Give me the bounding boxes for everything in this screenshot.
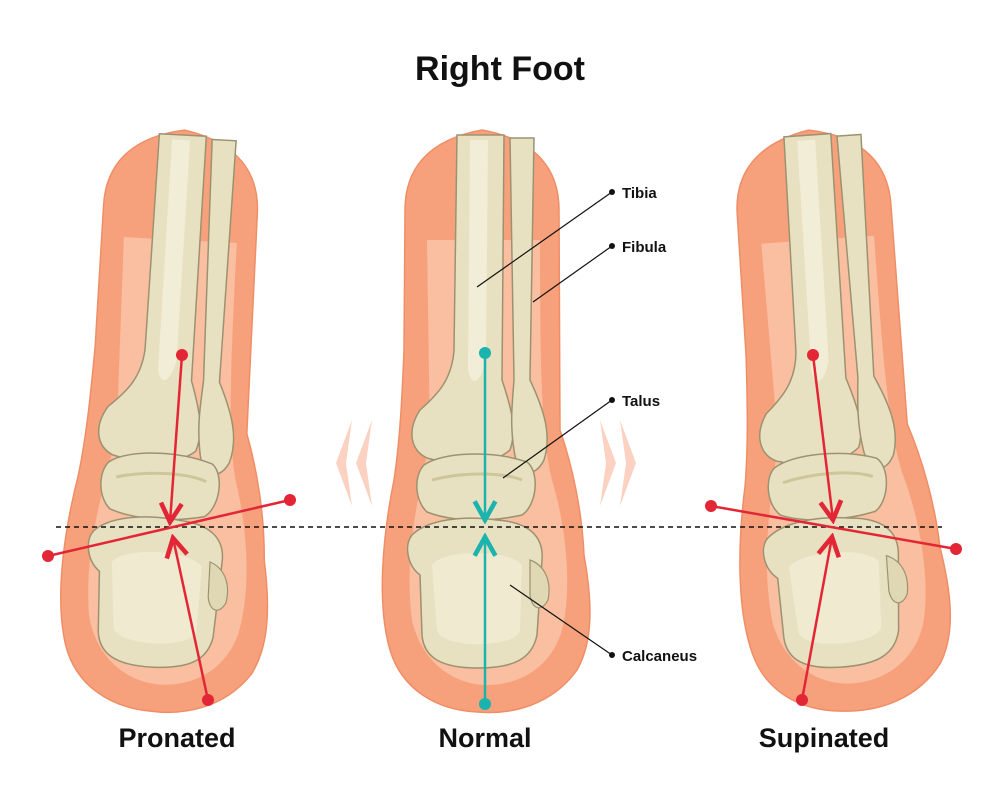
label-talus: Talus — [502, 393, 660, 479]
supinated-alignment-lines — [705, 349, 962, 706]
pronated-alignment-lines — [42, 349, 296, 706]
caption-pronated: Pronated — [118, 723, 235, 753]
caption-supinated: Supinated — [759, 723, 890, 753]
normal-alignment-lines — [479, 347, 491, 710]
caption-normal: Normal — [438, 723, 531, 753]
label-tibia: Tibia — [476, 185, 657, 288]
diagram-title: Right Foot — [415, 50, 585, 88]
foot-supinated-illustration — [707, 121, 959, 720]
label-fibula: Fibula — [532, 239, 667, 303]
svg-text:Talus: Talus — [622, 393, 660, 410]
chevrons-left — [336, 420, 372, 506]
label-calcaneus: Calcaneus — [509, 584, 697, 665]
svg-text:Calcaneus: Calcaneus — [622, 648, 697, 665]
svg-text:Fibula: Fibula — [622, 239, 667, 256]
chevrons-right — [600, 420, 636, 506]
foot-pronated-illustration — [53, 123, 294, 719]
svg-text:Tibia: Tibia — [622, 185, 657, 202]
